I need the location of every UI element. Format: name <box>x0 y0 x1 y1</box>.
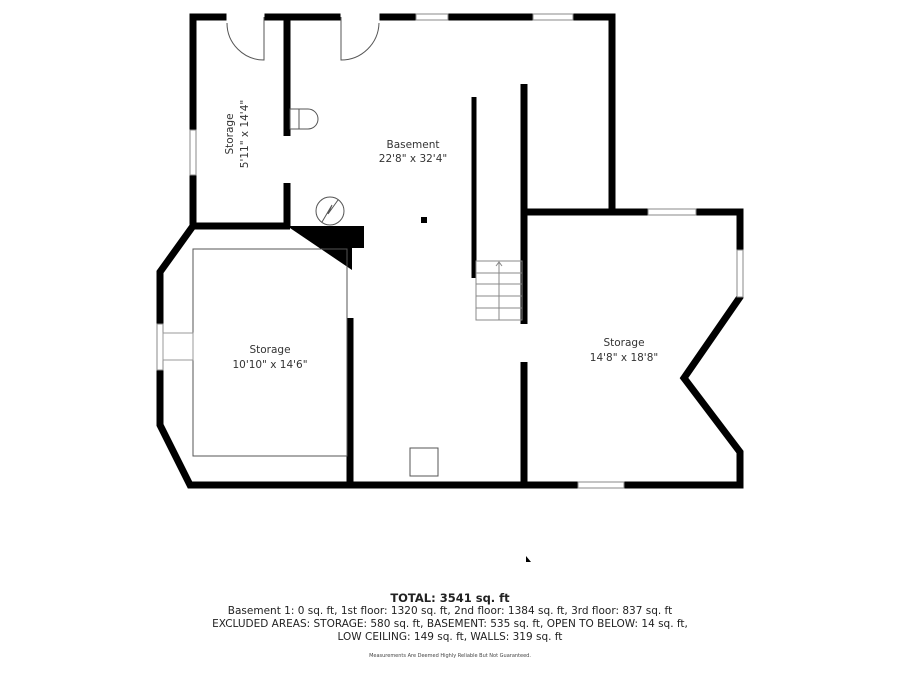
floor-areas: Basement 1: 0 sq. ft, 1st floor: 1320 sq… <box>227 605 673 617</box>
windows <box>156 13 744 489</box>
room-dims: 10'10" x 14'6" <box>232 359 307 371</box>
excluded-areas-cont: LOW CEILING: 149 sq. ft, WALLS: 319 sq. … <box>337 631 563 643</box>
arrow-up-icon <box>495 261 503 267</box>
stairs <box>475 260 523 321</box>
doors <box>226 13 380 61</box>
room-dims: 14'8" x 18'8" <box>590 352 658 364</box>
compass-marker <box>526 556 531 562</box>
window <box>647 208 697 216</box>
disclaimer: Measurements Are Deemed Highly Reliable … <box>369 653 531 659</box>
window <box>189 129 197 176</box>
walls <box>156 13 744 489</box>
room-name: Basement <box>386 139 439 151</box>
chimney-block <box>287 226 364 270</box>
room-name: Storage <box>603 337 644 349</box>
door-opening <box>340 13 380 21</box>
window <box>532 13 574 21</box>
water-heater-icon <box>315 196 345 226</box>
room-dims: 22'8" x 32'4" <box>379 153 447 165</box>
window <box>415 13 449 21</box>
column <box>421 217 427 223</box>
room-dims: 5'11" x 14'4" <box>239 100 251 168</box>
room-name: Storage <box>224 113 236 154</box>
door-swing <box>340 17 380 61</box>
outer-wall <box>156 13 744 489</box>
excluded-areas: EXCLUDED AREAS: STORAGE: 580 sq. ft, BAS… <box>212 618 688 630</box>
room-name: Storage <box>249 344 290 356</box>
window <box>577 481 625 489</box>
door-opening <box>226 13 265 21</box>
window <box>156 323 164 371</box>
floor-drain <box>409 447 439 477</box>
total-area: TOTAL: 3541 sq. ft <box>390 591 510 605</box>
door-swing <box>226 17 265 61</box>
window-well <box>162 332 194 361</box>
window <box>736 249 744 298</box>
toilet-icon <box>289 108 319 130</box>
